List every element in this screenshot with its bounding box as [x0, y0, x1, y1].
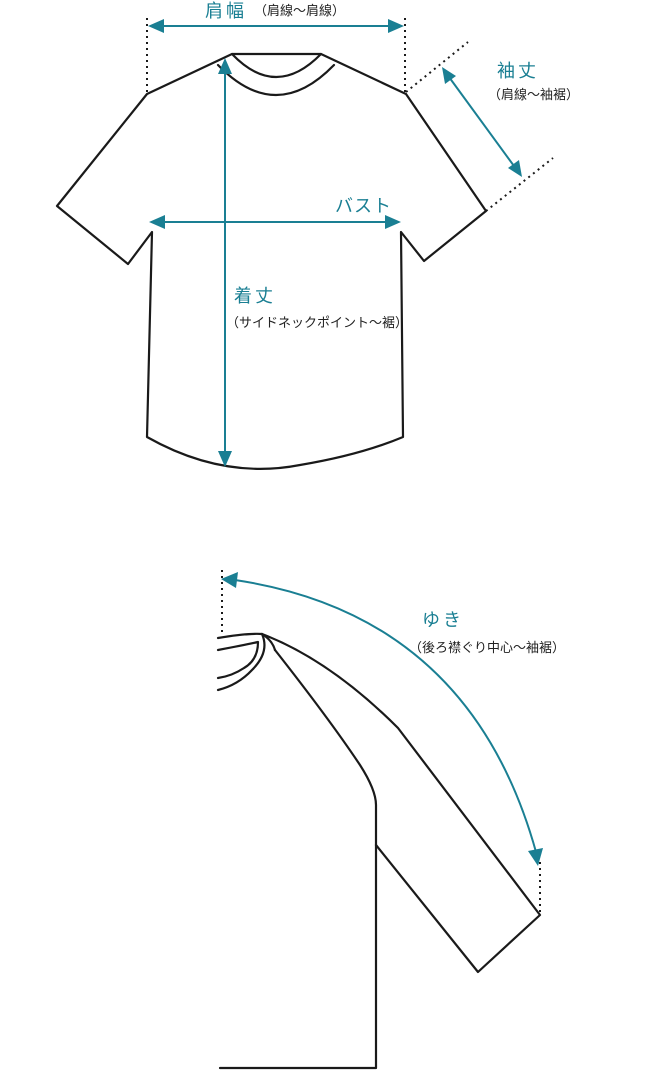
front-neckline-outer	[216, 63, 336, 96]
sleeve-length-arrowhead-top	[442, 67, 456, 84]
front-view: 肩幅 （肩線～肩線） 袖丈 （肩線～袖裾） バスト 着丈 （サイドネックポイント…	[55, 1, 579, 470]
sleeve-length-arrow	[448, 76, 515, 167]
side-view: ゆき （後ろ襟ぐり中心～袖裾）	[216, 570, 565, 1070]
shoulder-width-arrowhead-left	[148, 19, 164, 33]
yuki-arrowhead-end	[528, 848, 543, 866]
side-body-outline	[218, 648, 378, 1070]
yuki-arrowhead-start	[221, 572, 238, 588]
shoulder-width-label: 肩幅	[205, 1, 247, 22]
body-length-arrowhead-bottom	[218, 451, 232, 467]
sleeve-guide-bottom	[485, 157, 554, 212]
bust-label: バスト	[335, 196, 392, 217]
side-collar-ring-middle	[216, 640, 260, 680]
sleeve-length-label: 袖丈	[497, 61, 539, 82]
yuki-label: ゆき	[422, 610, 464, 631]
body-length-label: 着丈	[234, 286, 276, 307]
shoulder-width-note: （肩線～肩線）	[254, 3, 345, 19]
sleeve-guide-top	[405, 41, 469, 93]
body-length-note: （サイドネックポイント～裾）	[226, 316, 408, 331]
side-collar-ring-outer	[216, 632, 266, 692]
shoulder-width-arrowhead-right	[388, 19, 404, 33]
yuki-note: （後ろ襟ぐり中心～袖裾）	[409, 641, 565, 656]
bust-arrowhead-left	[149, 215, 165, 229]
sleeve-length-note: （肩線～袖裾）	[488, 87, 579, 103]
sleeve-length-arrowhead-bottom	[508, 160, 522, 177]
side-sleeve-outline	[260, 632, 542, 974]
body-length-arrowhead-top	[218, 58, 232, 74]
yuki-arc	[234, 579, 537, 853]
front-neckline-inner	[230, 52, 323, 78]
front-tshirt-outline	[55, 52, 488, 470]
bust-arrowhead-right	[385, 215, 401, 229]
